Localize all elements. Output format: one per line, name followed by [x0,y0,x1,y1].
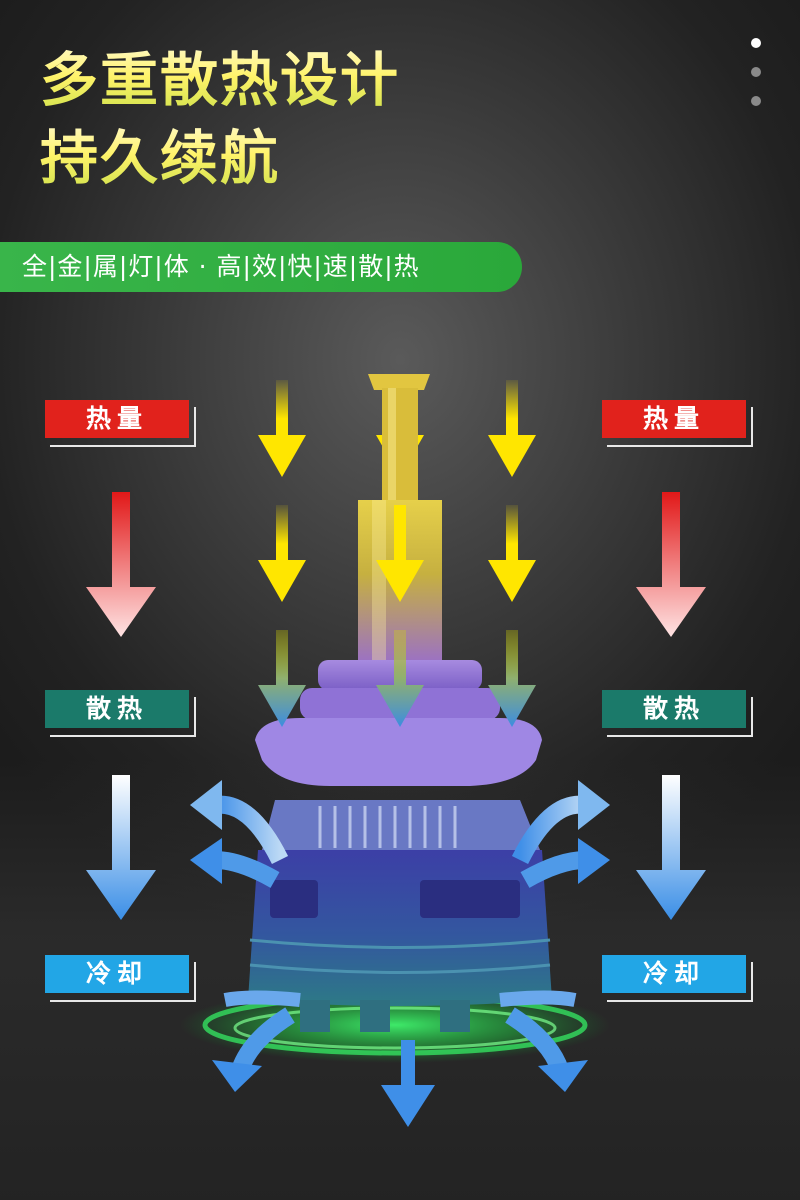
curved-arrow-icon [212,1060,262,1092]
yellow-arrow-icon [258,505,306,602]
side-process-arrows [86,492,706,920]
yellow-blue-arrow-icon [376,630,424,727]
cool-arrow-icon [636,775,706,920]
down-arrow-icon [381,1040,435,1127]
curved-arrow-icon [190,838,222,884]
page-dot-3[interactable] [751,96,761,106]
label-shadow [50,407,196,447]
yellow-arrow-icon [488,505,536,602]
label-shadow [607,962,753,1002]
dispersal-arrows [190,780,610,1127]
page-dot-1[interactable] [751,38,761,48]
yellow-arrow-icon [376,505,424,602]
feature-banner: 全|金|属|灯|体 · 高|效|快|速|散|热 [0,242,522,292]
yellow-arrow-icon [258,380,306,477]
yellow-arrow-icon [488,380,536,477]
label-shadow [607,407,753,447]
heat-arrow-icon [86,492,156,637]
curved-arrow-icon [538,1060,588,1092]
led-bulb-image [180,374,610,1063]
yellow-blue-arrow-icon [488,630,536,727]
curved-arrow-icon [190,780,222,830]
dissipate-label-right: 散热 [602,690,746,728]
label-shadow [50,962,196,1002]
curved-arrow-icon [578,838,610,884]
page-dot-2[interactable] [751,67,761,77]
curved-arrow-icon [578,780,610,830]
cool-label-left: 冷却 [45,955,189,993]
dissipate-label-left: 散热 [45,690,189,728]
page-indicator [751,38,763,125]
feature-banner-text: 全|金|属|灯|体 · 高|效|快|速|散|热 [22,252,420,281]
cool-label-right: 冷却 [602,955,746,993]
heat-label-left: 热量 [45,400,189,438]
cool-arrow-icon [86,775,156,920]
label-shadow [607,697,753,737]
heat-arrow-icon [636,492,706,637]
headline-line-1: 多重散热设计 [40,46,401,114]
headline-line-2: 持久续航 [40,124,281,192]
yellow-blue-arrow-icon [258,630,306,727]
label-shadow [50,697,196,737]
center-flow-arrows [258,505,536,727]
heat-label-right: 热量 [602,400,746,438]
